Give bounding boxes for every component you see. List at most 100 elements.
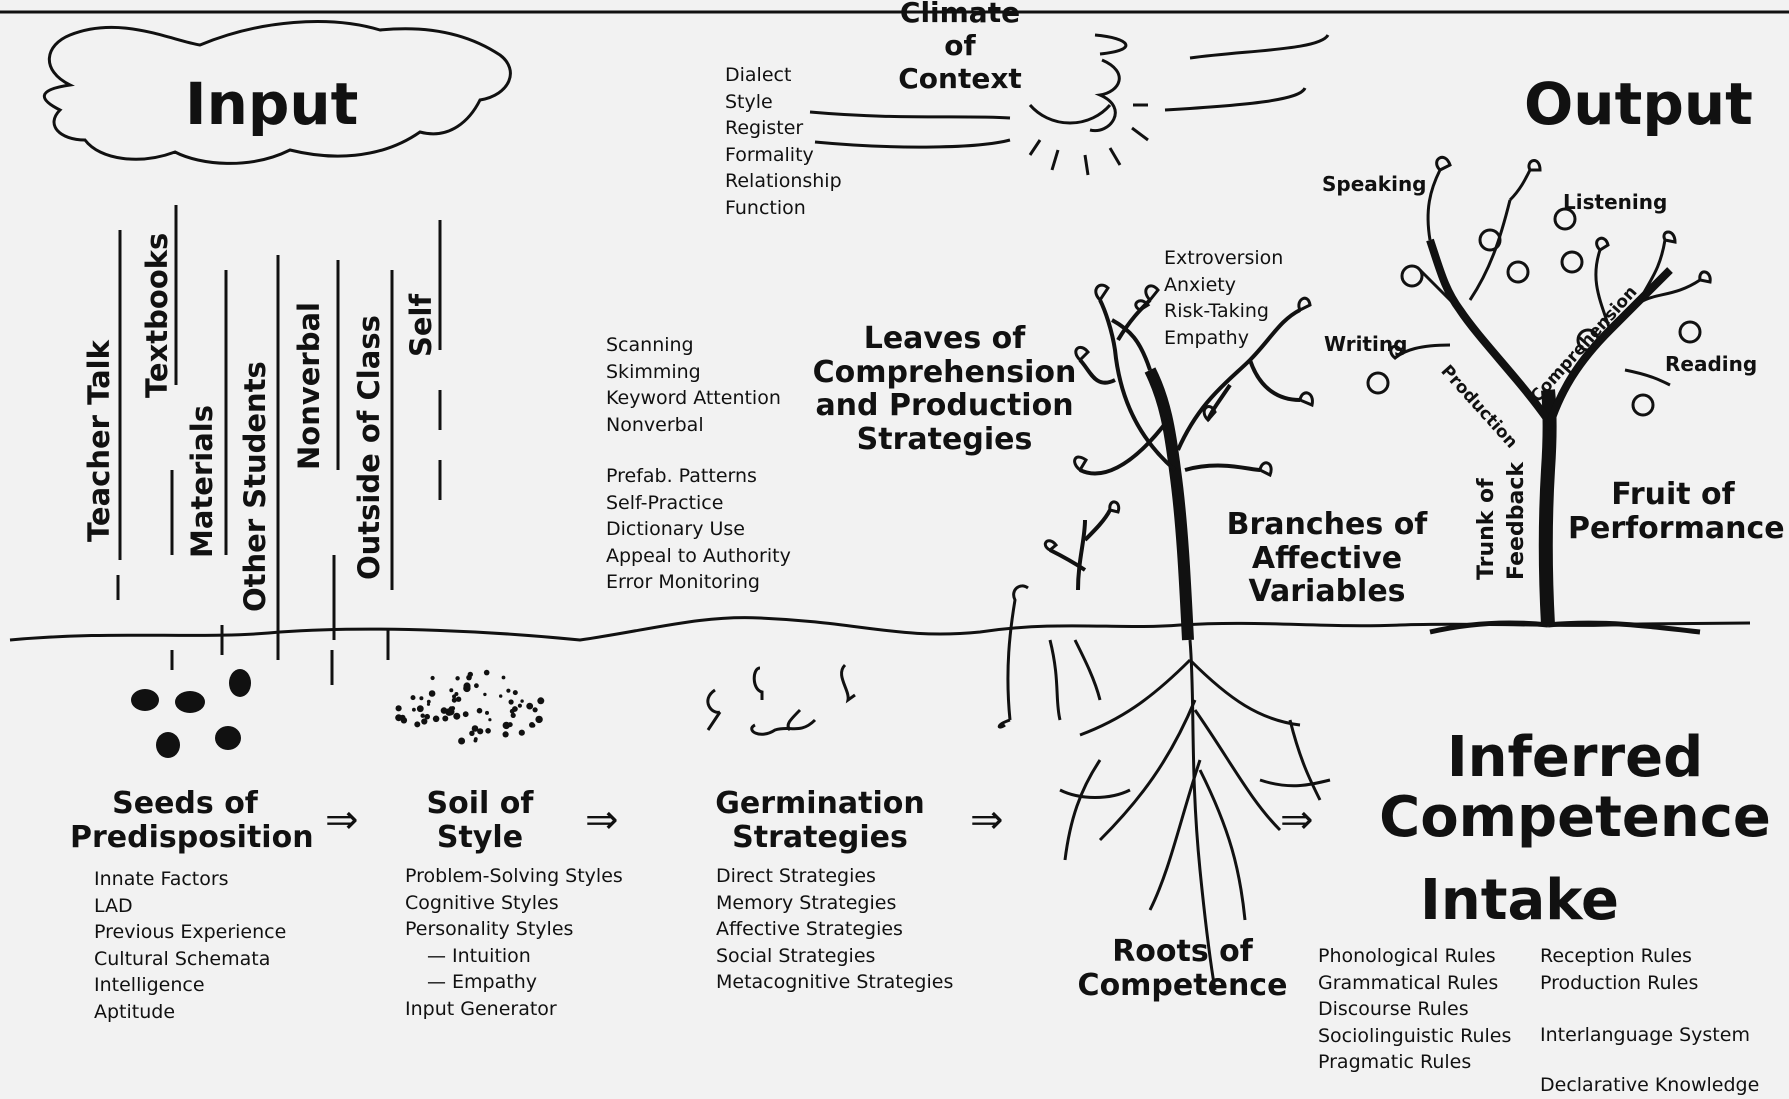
soil-dot bbox=[474, 683, 479, 689]
leaves-title: Leaves of Comprehension and Production S… bbox=[812, 321, 1077, 457]
seeds-item: Aptitude bbox=[94, 1000, 176, 1023]
input-source-teacher-talk: Teacher Talk bbox=[82, 340, 116, 542]
rain-streaks bbox=[116, 205, 442, 685]
seeds-item: LAD bbox=[94, 894, 133, 917]
strategy-item: Skimming bbox=[606, 360, 701, 383]
soil-dot bbox=[453, 712, 461, 720]
soil-dot bbox=[463, 682, 471, 690]
seeds-item: Intelligence bbox=[94, 974, 205, 996]
soil-item: Input Generator bbox=[405, 997, 557, 1020]
strategy-item: Dictionary Use bbox=[606, 518, 745, 540]
soil-item: Problem-Solving Styles bbox=[405, 865, 623, 887]
roots bbox=[1048, 639, 1331, 991]
leaves-comprehension-items: Scanning Skimming Keyword Attention Nonv… bbox=[606, 332, 781, 438]
soil-item: — Intuition bbox=[427, 944, 531, 967]
soil-dot bbox=[506, 688, 511, 693]
soil-dot bbox=[454, 692, 459, 696]
soil-dot bbox=[421, 718, 428, 725]
soil-dot bbox=[412, 707, 416, 712]
soil-dot bbox=[430, 675, 435, 681]
soil-dot bbox=[451, 697, 457, 703]
inferred-competence-title: Inferred Competence bbox=[1379, 725, 1771, 850]
arrow-roots-to-competence: ⇒ bbox=[1280, 797, 1314, 843]
soil-dot bbox=[531, 723, 536, 728]
output-skill-writing: Writing bbox=[1324, 332, 1408, 356]
trunk-of-feedback-label: Trunk of Feedback bbox=[1474, 462, 1529, 580]
germinating-seeds bbox=[706, 663, 856, 736]
soil-dot bbox=[483, 692, 487, 697]
strategy-item: Nonverbal bbox=[606, 413, 704, 436]
rule-item: Pragmatic Rules bbox=[1318, 1051, 1472, 1073]
affective-item: Extroversion bbox=[1164, 247, 1284, 269]
climate-item: Relationship bbox=[725, 170, 842, 192]
intake-title: Intake bbox=[1420, 868, 1619, 933]
affective-tree bbox=[1043, 283, 1314, 641]
soil-dot bbox=[512, 706, 518, 712]
soil-dot bbox=[501, 675, 506, 680]
leaves-production-items: Prefab. Patterns Self-Practice Dictionar… bbox=[606, 463, 791, 596]
input-source-materials: Materials bbox=[185, 405, 219, 558]
soil-dot bbox=[537, 697, 545, 705]
competence-rules-right: Reception Rules Production Rules bbox=[1540, 943, 1698, 996]
soil-dot bbox=[476, 707, 483, 714]
soil-dot bbox=[477, 728, 484, 735]
soil-dot bbox=[535, 715, 543, 724]
climate-item: Style bbox=[725, 90, 773, 113]
soil-dots bbox=[395, 669, 545, 745]
input-source-other-students: Other Students bbox=[238, 361, 272, 612]
climate-item: Formality bbox=[725, 143, 814, 166]
soil-dot bbox=[426, 702, 431, 706]
soil-item: — Empathy bbox=[427, 971, 537, 993]
soil-dot bbox=[424, 713, 431, 720]
soil-dot bbox=[488, 718, 492, 722]
climate-item: Function bbox=[725, 196, 806, 219]
output-skill-speaking: Speaking bbox=[1322, 172, 1427, 196]
soil-dot bbox=[469, 730, 475, 736]
roots-title: Roots of Competence bbox=[1077, 934, 1288, 1003]
affective-item: Risk-Taking bbox=[1164, 300, 1269, 322]
output-skill-reading: Reading bbox=[1665, 352, 1758, 376]
soil-dot bbox=[395, 714, 403, 722]
climate-item: Register bbox=[725, 117, 804, 139]
soil-dot bbox=[455, 676, 460, 681]
seeds-title: Seeds of Predisposition bbox=[70, 786, 314, 855]
input-source-self: Self bbox=[404, 293, 438, 357]
rule-item: Grammatical Rules bbox=[1318, 971, 1499, 994]
seeds-items: Innate Factors LAD Previous Experience C… bbox=[94, 866, 286, 1025]
soil-dot bbox=[502, 731, 509, 738]
soil-dot bbox=[532, 707, 538, 713]
fruit-of-performance-label: Fruit of Performance bbox=[1568, 477, 1785, 546]
germination-items: Direct Strategies Memory Strategies Affe… bbox=[716, 863, 953, 996]
germination-title: Germination Strategies bbox=[715, 786, 925, 855]
germination-item: Direct Strategies bbox=[716, 865, 876, 887]
soil-dot bbox=[462, 711, 469, 718]
soil-dot bbox=[428, 690, 436, 697]
soil-dot bbox=[416, 705, 424, 713]
soil-dot bbox=[485, 710, 489, 715]
climate-title: Climate of Context bbox=[898, 0, 1022, 95]
soil-dot bbox=[473, 738, 478, 743]
soil-dot bbox=[458, 737, 466, 745]
ground-line bbox=[9, 616, 1751, 642]
germination-item: Affective Strategies bbox=[716, 918, 903, 940]
soil-dot bbox=[528, 704, 533, 709]
soil-dot bbox=[414, 721, 421, 728]
soil-dot bbox=[426, 699, 431, 704]
input-source-nonverbal: Nonverbal bbox=[292, 302, 326, 470]
soil-dot bbox=[420, 713, 425, 718]
arrow-seeds-to-soil: ⇒ bbox=[325, 797, 359, 843]
soil-dot bbox=[517, 703, 523, 708]
germination-item: Memory Strategies bbox=[716, 891, 897, 914]
arrow-soil-to-germination: ⇒ bbox=[585, 797, 619, 843]
competence-rules-left: Phonological Rules Grammatical Rules Dis… bbox=[1318, 943, 1511, 1076]
strategy-item: Scanning bbox=[606, 334, 694, 356]
soil-dot bbox=[507, 722, 513, 728]
rule-item: Reception Rules bbox=[1540, 945, 1692, 967]
soil-items: Problem-Solving Styles Cognitive Styles … bbox=[405, 863, 623, 1022]
output-tree bbox=[1366, 155, 1712, 635]
declarative-knowledge: Declarative Knowledge bbox=[1540, 1074, 1760, 1096]
rule-item: Phonological Rules bbox=[1318, 945, 1496, 967]
rule-item: Discourse Rules bbox=[1318, 998, 1469, 1020]
soil-dot bbox=[467, 671, 473, 678]
